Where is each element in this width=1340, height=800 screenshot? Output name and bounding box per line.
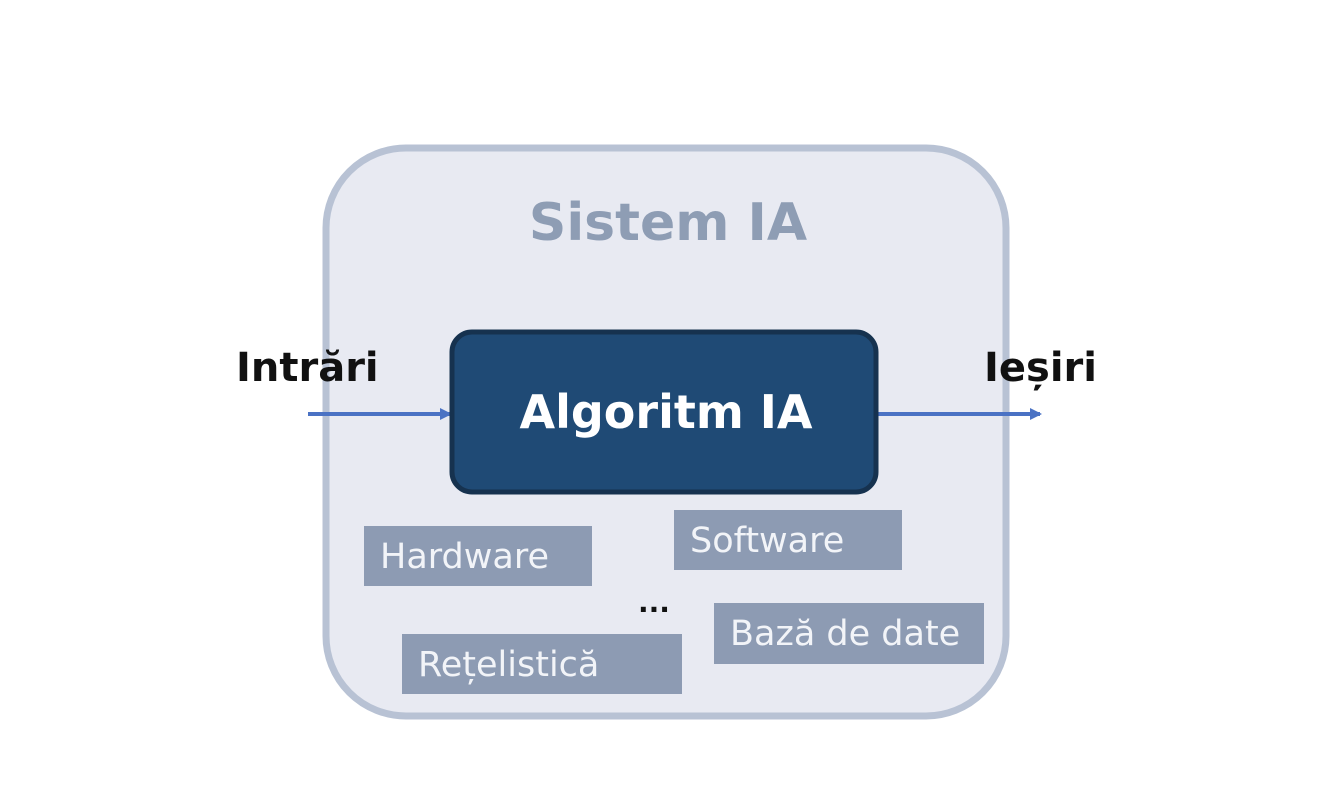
component-software-box (674, 510, 902, 570)
component-software: Software (674, 510, 902, 570)
component-database: Bază de date (714, 603, 984, 664)
component-hardware: Hardware (364, 526, 592, 586)
component-database-label: Bază de date (730, 614, 960, 654)
component-networking-label: Rețelistică (418, 645, 599, 685)
component-software-label: Software (690, 521, 844, 561)
system-title: Sistem IA (529, 193, 807, 253)
component-networking: Rețelistică (402, 634, 682, 694)
more-components-ellipsis: ... (638, 586, 670, 619)
component-hardware-label: Hardware (380, 537, 549, 577)
component-database-box (714, 603, 984, 664)
output-label: Ieșiri (984, 345, 1097, 391)
algorithm-box (449, 329, 879, 495)
algorithm-label: Algoritm IA (519, 385, 812, 439)
component-hardware-box (364, 526, 592, 586)
component-networking-box (402, 634, 682, 694)
input-label: Intrări (236, 345, 379, 391)
